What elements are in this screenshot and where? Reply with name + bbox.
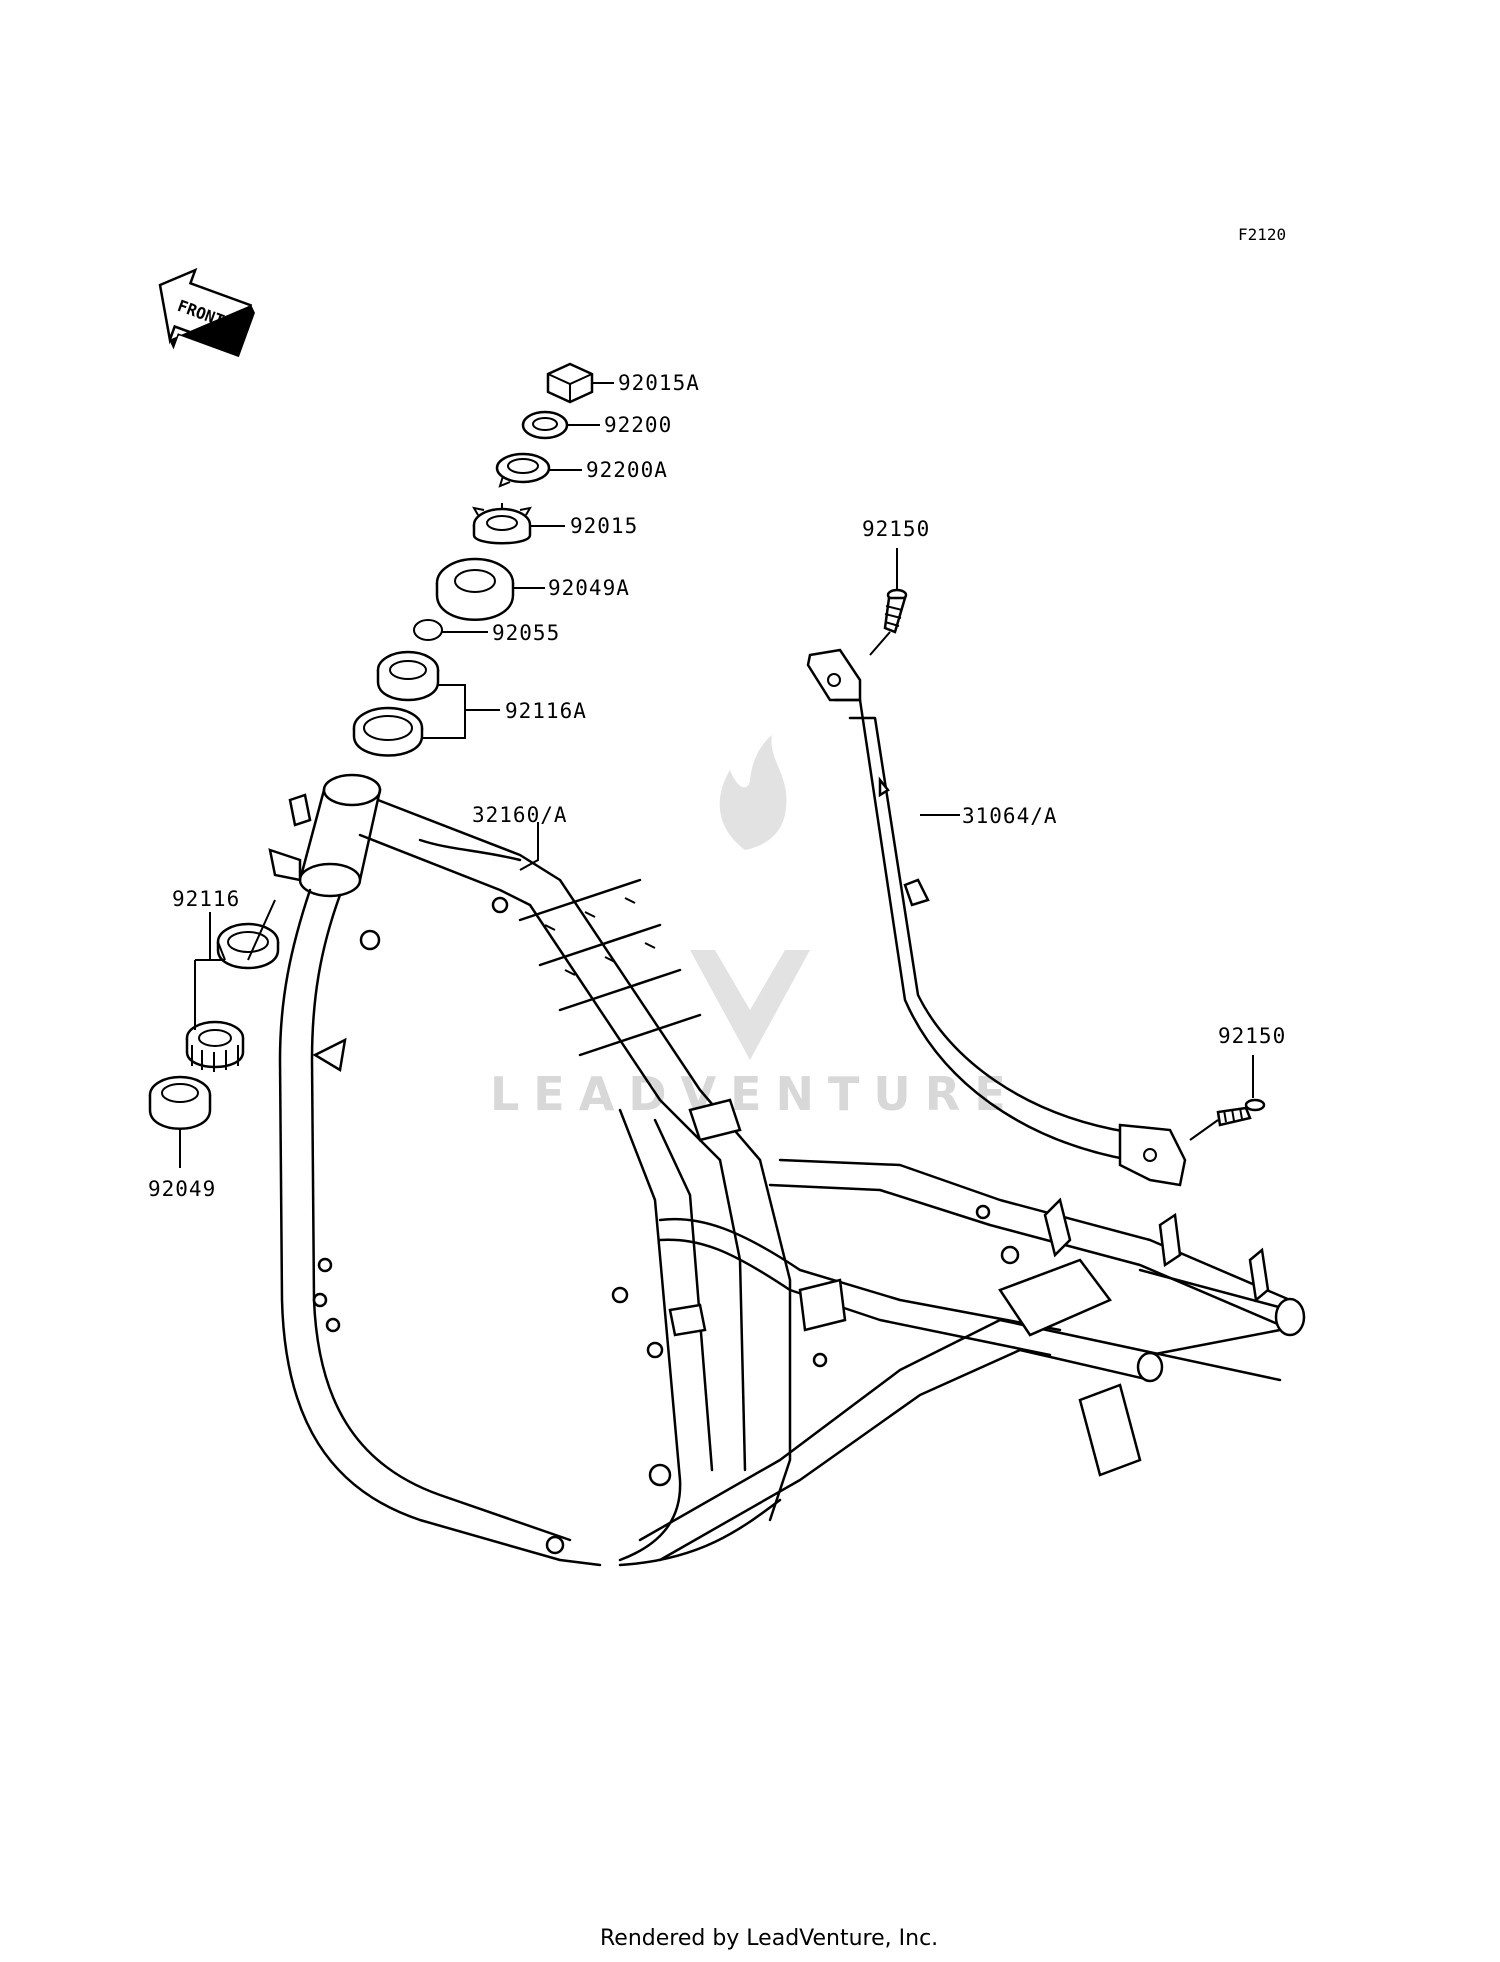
watermark-flame-icon [719, 735, 787, 850]
label-92049A: 92049A [548, 576, 630, 600]
part-92200-washer [521, 410, 600, 440]
watermark-v-icon [690, 950, 810, 1060]
part-92200A-lock-washer [495, 452, 582, 488]
watermark: LEADVENTURE [490, 735, 1020, 1121]
label-92150-bottom: 92150 [1218, 1024, 1286, 1048]
label-92200: 92200 [604, 413, 672, 437]
label-92015A: 92015A [618, 371, 700, 395]
part-92049A-seal [435, 557, 545, 621]
label-92055: 92055 [492, 621, 560, 645]
part-92116A-upper-bearing [352, 650, 500, 757]
label-31064A: 31064/A [962, 804, 1058, 828]
part-92015A-nut [546, 362, 614, 404]
part-92150-bottom-bolt [1189, 1055, 1266, 1141]
label-92200A: 92200A [586, 458, 668, 482]
label-92116: 92116 [172, 887, 240, 911]
footer-credit: Rendered by LeadVenture, Inc. [600, 1926, 938, 1951]
watermark-text: LEADVENTURE [490, 1067, 1020, 1121]
part-92150-top-bolt [869, 548, 908, 656]
label-92116A: 92116A [505, 699, 587, 723]
label-32160A: 32160/A [472, 803, 568, 827]
part-92116-lower-bearing [185, 899, 280, 1072]
label-92049: 92049 [148, 1177, 216, 1201]
part-92049-lower-seal [148, 1075, 212, 1168]
front-arrow-icon: FRONT [158, 267, 255, 358]
label-92150-top: 92150 [862, 517, 930, 541]
part-92015-stem-nut [472, 503, 565, 545]
part-32160A-main-frame [268, 773, 1306, 1567]
part-92055-o-ring [413, 619, 488, 641]
part-31064A-sub-frame [806, 648, 1187, 1187]
diagram-code: F2120 [1238, 225, 1286, 244]
label-92015: 92015 [570, 514, 638, 538]
leader-32160A [519, 822, 539, 871]
